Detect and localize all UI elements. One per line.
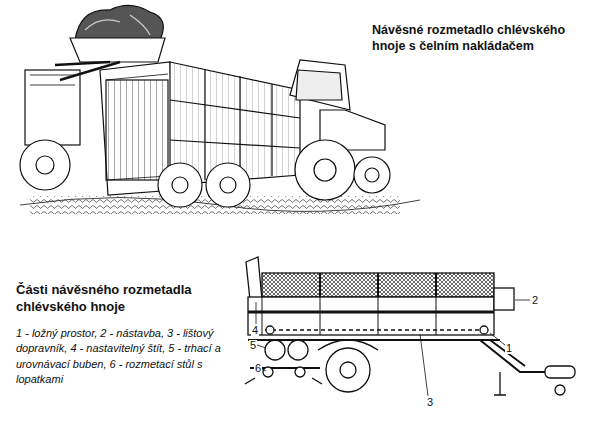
callout-number: 3 [426, 397, 434, 408]
callout-number: 4 [251, 325, 259, 336]
parts-list: 1 - ložný prostor, 2 - nástavba, 3 - liš… [16, 326, 238, 388]
callout-number: 1 [505, 343, 513, 354]
section-heading: Části návěsného rozmetadla chlévského hn… [16, 282, 246, 316]
tractor-loader-scene [20, 5, 420, 214]
spreader-side-view [245, 257, 575, 396]
callout-number: 6 [254, 363, 262, 374]
callout-number: 2 [531, 295, 539, 306]
callout-number: 5 [249, 340, 257, 351]
figure-title: Návěsné rozmetadlo chlévského hnoje s če… [372, 22, 582, 55]
